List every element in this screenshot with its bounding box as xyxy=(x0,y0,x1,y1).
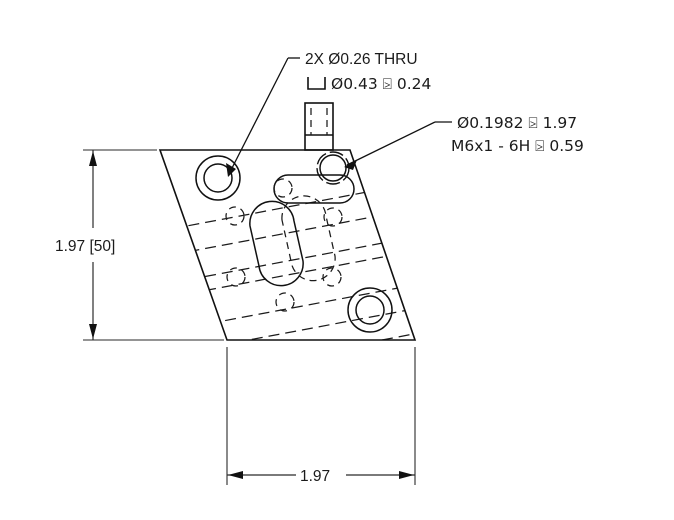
counterbore-symbol-icon xyxy=(307,77,326,90)
hidden-line xyxy=(184,303,415,340)
leader-arrowhead xyxy=(344,160,357,170)
tapped-hole-callout-line2: M6x1 - 6H ⍄ 0.59 xyxy=(451,137,584,155)
leader-line xyxy=(229,57,289,173)
dimension-arrow-top xyxy=(89,151,97,166)
tapped-hole-top-right xyxy=(316,151,350,185)
slot-hidden-outline xyxy=(281,195,336,282)
small-hole-4 xyxy=(226,267,246,287)
counterbore-top-left xyxy=(195,155,241,201)
dimension-arrow-left xyxy=(228,471,243,479)
slot-vertical xyxy=(249,200,304,287)
vertical-dimension-text: 1.97 [50] xyxy=(55,238,115,255)
tapped-hole-minor-circle xyxy=(319,154,347,182)
small-hole-3 xyxy=(323,207,343,227)
dimension-arrow-right xyxy=(399,471,414,479)
tapped-hole-callout-line1: Ø0.1982 ⍄ 1.97 xyxy=(457,114,577,132)
small-hole-1 xyxy=(273,178,293,198)
counterbore-inner-circle xyxy=(355,295,385,325)
vertical-dimension: 1.97 [50] xyxy=(55,149,224,341)
top-tab-group xyxy=(304,102,334,151)
counterbore-leader xyxy=(226,57,300,177)
counterbore-outer-circle xyxy=(195,155,241,201)
small-holes-group xyxy=(225,178,343,312)
slot-vertical-outline xyxy=(249,200,304,287)
counterbore-inner-circle xyxy=(203,163,233,193)
hidden-line xyxy=(160,249,415,301)
counterbore-callout: 2X Ø0.26 THRU Ø0.43 ⍄ 0.24 xyxy=(305,51,431,93)
top-tab xyxy=(304,102,334,151)
small-hole-6 xyxy=(275,292,295,312)
tapped-hole-thread-circle xyxy=(316,151,350,185)
hidden-lines-group xyxy=(160,181,415,340)
leader-line xyxy=(346,121,436,166)
counterbore-callout-line1: 2X Ø0.26 THRU xyxy=(305,51,418,68)
horizontal-dimension: 1.97 xyxy=(226,347,416,485)
dimension-arrow-bottom xyxy=(89,324,97,339)
slot-horizontal xyxy=(273,174,355,204)
tapped-hole-leader xyxy=(344,121,452,170)
small-hole-5 xyxy=(322,267,342,287)
part-outline xyxy=(158,149,417,341)
slot-hidden-outline-group xyxy=(281,195,336,282)
leader-arrowhead xyxy=(226,163,236,177)
slot-horizontal-outline xyxy=(273,174,355,204)
counterbore-callout-line2: Ø0.43 ⍄ 0.24 xyxy=(331,75,431,93)
tapped-hole-callout: Ø0.1982 ⍄ 1.97 M6x1 - 6H ⍄ 0.59 xyxy=(451,114,584,155)
counterbore-bottom-right xyxy=(347,287,393,333)
counterbore-outer-circle xyxy=(347,287,393,333)
small-hole-2 xyxy=(225,206,245,226)
horizontal-dimension-text: 1.97 xyxy=(300,468,330,485)
